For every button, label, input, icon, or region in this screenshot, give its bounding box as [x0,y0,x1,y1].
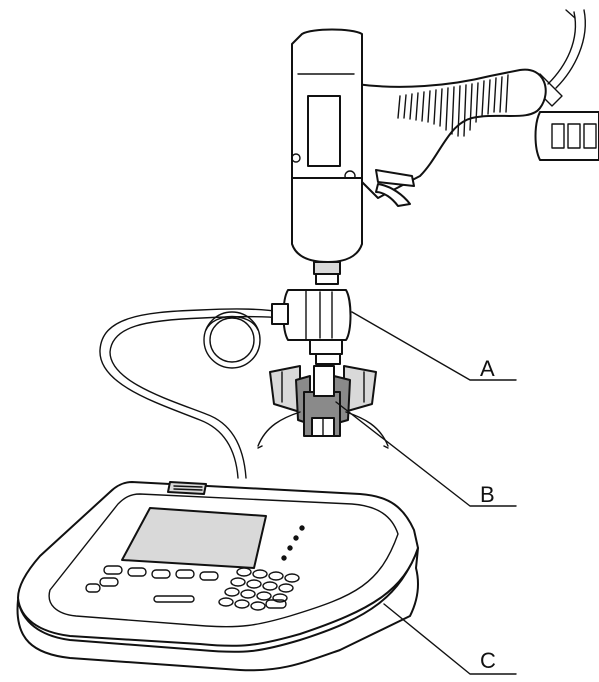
measuring-instrument [16,481,419,672]
nutrunner-tool [291,28,599,285]
callout-c: C [383,603,517,675]
label-c: C [480,648,496,673]
callout-a: A [351,311,517,381]
joint-clamp [257,365,389,449]
battery-pack [534,111,599,161]
label-b: B [480,482,495,507]
status-leds [281,525,305,561]
label-a: A [480,356,495,381]
torque-sensor [271,289,352,365]
handle-grip-ribs [397,74,509,137]
function-keys [85,565,219,603]
callout-b: B [335,401,517,507]
sensor-cable [99,308,283,479]
numeric-keypad [218,567,300,611]
